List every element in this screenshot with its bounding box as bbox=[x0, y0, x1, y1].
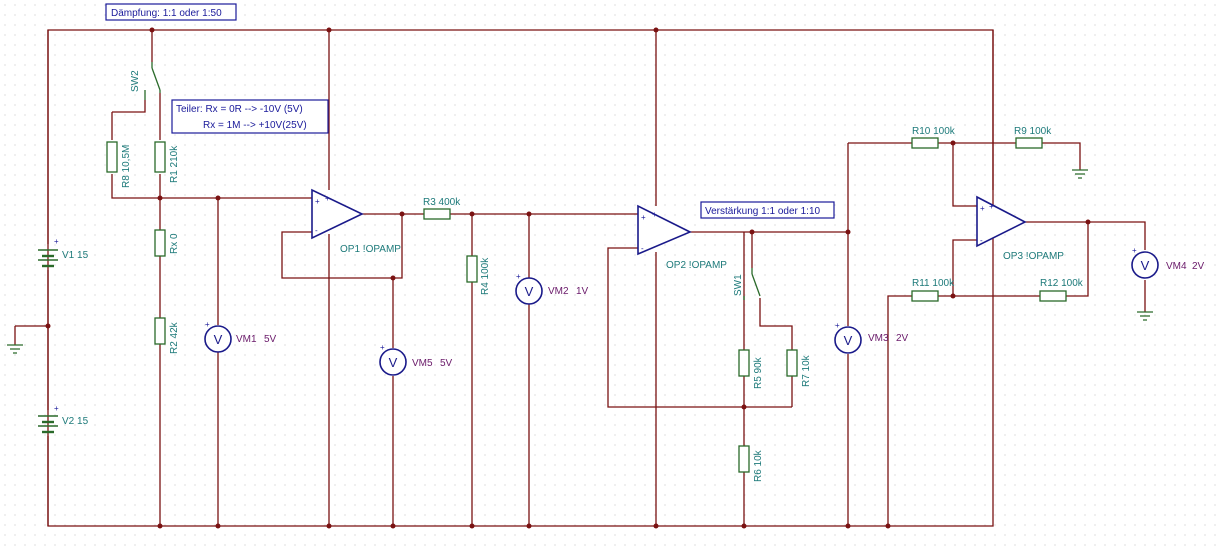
vm5-symbol: V bbox=[389, 355, 398, 370]
vm1-symbol: V bbox=[214, 332, 223, 347]
resistor-r4: R4 100k bbox=[466, 255, 491, 295]
switch-sw2: SW2 bbox=[130, 62, 161, 100]
voltmeter-vm1: + V VM1 5V bbox=[204, 320, 277, 353]
r2-label: R2 42k bbox=[169, 321, 180, 354]
v2-label: V2 15 bbox=[62, 416, 89, 427]
r8-label: R8 10,5M bbox=[121, 145, 132, 188]
note-gain: Verstärkung 1:1 oder 1:10 bbox=[700, 201, 835, 219]
vm2-plus: + bbox=[516, 272, 521, 281]
op1-plus: + bbox=[315, 197, 320, 206]
resistor-r11: R11 100k bbox=[911, 278, 955, 302]
op2-plus: + bbox=[641, 213, 646, 222]
op3-label: OP3 !OPAMP bbox=[1003, 251, 1064, 262]
sw1-label: SW1 bbox=[733, 274, 744, 296]
r11-label: R11 100k bbox=[912, 278, 955, 289]
vm4-plus: + bbox=[1132, 246, 1137, 255]
resistor-rx: Rx 0 bbox=[154, 229, 180, 257]
note-divider-line1: Teiler: Rx = 0R --> -10V (5V) bbox=[176, 104, 303, 115]
vm3-value: 2V bbox=[896, 333, 909, 344]
sw2-label: SW2 bbox=[130, 70, 141, 92]
r9-label: R9 100k bbox=[1014, 126, 1052, 137]
rx-label: Rx 0 bbox=[169, 233, 180, 254]
op2-label: OP2 !OPAMP bbox=[666, 260, 727, 271]
vm1-plus: + bbox=[205, 320, 210, 329]
resistor-r6: R6 10k bbox=[738, 445, 764, 482]
vm4-value: 2V bbox=[1192, 261, 1205, 272]
resistor-r5: R5 90k bbox=[738, 349, 764, 389]
resistor-r7: R7 10k bbox=[786, 349, 812, 387]
vm5-name: VM5 bbox=[412, 358, 433, 369]
v1-plus-sign: + bbox=[54, 237, 59, 246]
opamp-op2: + - + OP2 !OPAMP bbox=[637, 204, 727, 271]
opamp-op3: + - + OP3 !OPAMP bbox=[976, 195, 1064, 262]
r4-label: R4 100k bbox=[480, 257, 491, 295]
r7-label: R7 10k bbox=[801, 354, 812, 387]
r12-label: R12 100k bbox=[1040, 278, 1084, 289]
op2-minus: - bbox=[641, 244, 644, 253]
r10-label: R10 100k bbox=[912, 126, 956, 137]
voltmeter-vm2: + V VM2 1V bbox=[515, 272, 589, 305]
resistor-r10: R10 100k bbox=[911, 126, 956, 149]
vm3-plus: + bbox=[835, 321, 840, 330]
vm3-name: VM3 bbox=[868, 333, 889, 344]
op1-supply-plus: + bbox=[325, 194, 330, 203]
vm3-symbol: V bbox=[844, 333, 853, 348]
vm2-value: 1V bbox=[576, 286, 589, 297]
vm4-name: VM4 bbox=[1166, 261, 1187, 272]
op3-minus: - bbox=[980, 236, 983, 245]
resistor-r12: R12 100k bbox=[1039, 278, 1084, 302]
vm1-name: VM1 bbox=[236, 334, 257, 345]
note-attenuation-text: Dämpfung: 1:1 oder 1:50 bbox=[111, 8, 222, 19]
resistor-r3: R3 400k bbox=[423, 197, 461, 220]
r1-label: R1 210k bbox=[169, 145, 180, 183]
vm4-symbol: V bbox=[1141, 258, 1150, 273]
vm5-plus: + bbox=[380, 343, 385, 352]
note-divider: Teiler: Rx = 0R --> -10V (5V) Rx = 1M --… bbox=[171, 99, 329, 134]
voltmeter-vm5: + V VM5 5V bbox=[379, 343, 453, 376]
opamp-op1: + - + OP1 !OPAMP bbox=[311, 188, 401, 255]
note-divider-line2: Rx = 1M --> +10V(25V) bbox=[203, 120, 307, 131]
battery-v2: + V2 15 bbox=[38, 404, 89, 434]
r5-label: R5 90k bbox=[753, 356, 764, 389]
voltmeter-vm3: + V VM3 2V bbox=[834, 321, 909, 354]
op3-plus: + bbox=[980, 204, 985, 213]
junction-dots bbox=[45, 27, 1091, 529]
resistor-r9: R9 100k bbox=[1014, 126, 1052, 149]
battery-v1: + V1 15 bbox=[38, 237, 89, 268]
v1-label: V1 15 bbox=[62, 250, 89, 261]
resistor-r2: R2 42k bbox=[154, 317, 180, 354]
ground-icon bbox=[1072, 169, 1088, 179]
vm2-name: VM2 bbox=[548, 286, 569, 297]
vm1-value: 5V bbox=[264, 334, 277, 345]
r6-label: R6 10k bbox=[753, 449, 764, 482]
switch-sw1: SW1 bbox=[733, 268, 761, 300]
op3-supply-plus: + bbox=[989, 202, 994, 211]
note-gain-text: Verstärkung 1:1 oder 1:10 bbox=[705, 206, 821, 217]
vm2-symbol: V bbox=[525, 284, 534, 299]
resistor-r1: R1 210k bbox=[154, 141, 180, 183]
op1-minus: - bbox=[315, 226, 318, 235]
voltmeter-vm4: + V VM4 2V bbox=[1131, 246, 1205, 279]
op2-supply-plus: + bbox=[652, 210, 657, 219]
ground-icon bbox=[7, 344, 23, 354]
note-attenuation: Dämpfung: 1:1 oder 1:50 bbox=[105, 3, 237, 21]
op1-label: OP1 !OPAMP bbox=[340, 244, 401, 255]
vm5-value: 5V bbox=[440, 358, 453, 369]
r3-label: R3 400k bbox=[423, 197, 461, 208]
resistor-r8: R8 10,5M bbox=[106, 141, 132, 188]
ground-icon bbox=[1137, 311, 1153, 321]
v2-plus-sign: + bbox=[54, 404, 59, 413]
